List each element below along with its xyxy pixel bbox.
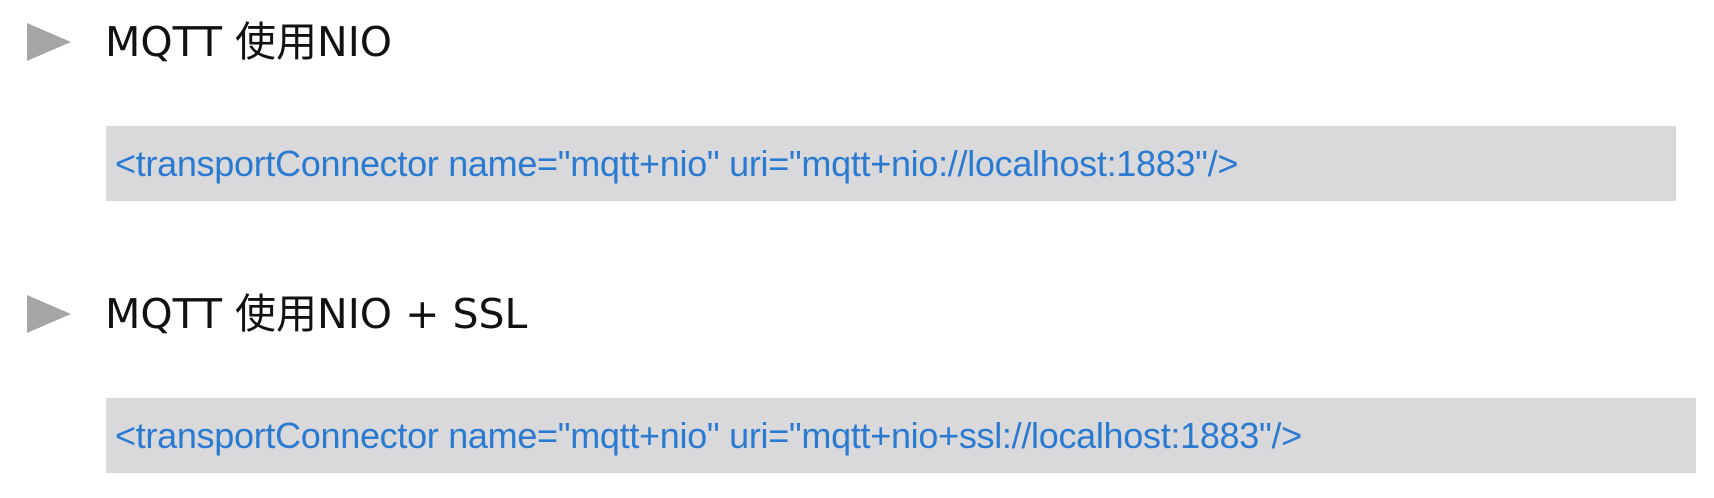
section-heading: MQTT 使用NIO + SSL [105, 290, 528, 338]
triangle-bullet-icon [27, 23, 71, 61]
code-block: <transportConnector name="mqtt+nio" uri=… [106, 398, 1696, 473]
code-line: <transportConnector name="mqtt+nio" uri=… [115, 415, 1302, 456]
section-heading-row: MQTT 使用NIO + SSL [0, 272, 1714, 358]
code-line: <transportConnector name="mqtt+nio" uri=… [115, 143, 1239, 184]
triangle-bullet-icon [27, 295, 71, 333]
code-block: <transportConnector name="mqtt+nio" uri=… [106, 126, 1676, 201]
section-heading: MQTT 使用NIO [105, 18, 393, 66]
section-heading-row: MQTT 使用NIO [0, 0, 1714, 86]
